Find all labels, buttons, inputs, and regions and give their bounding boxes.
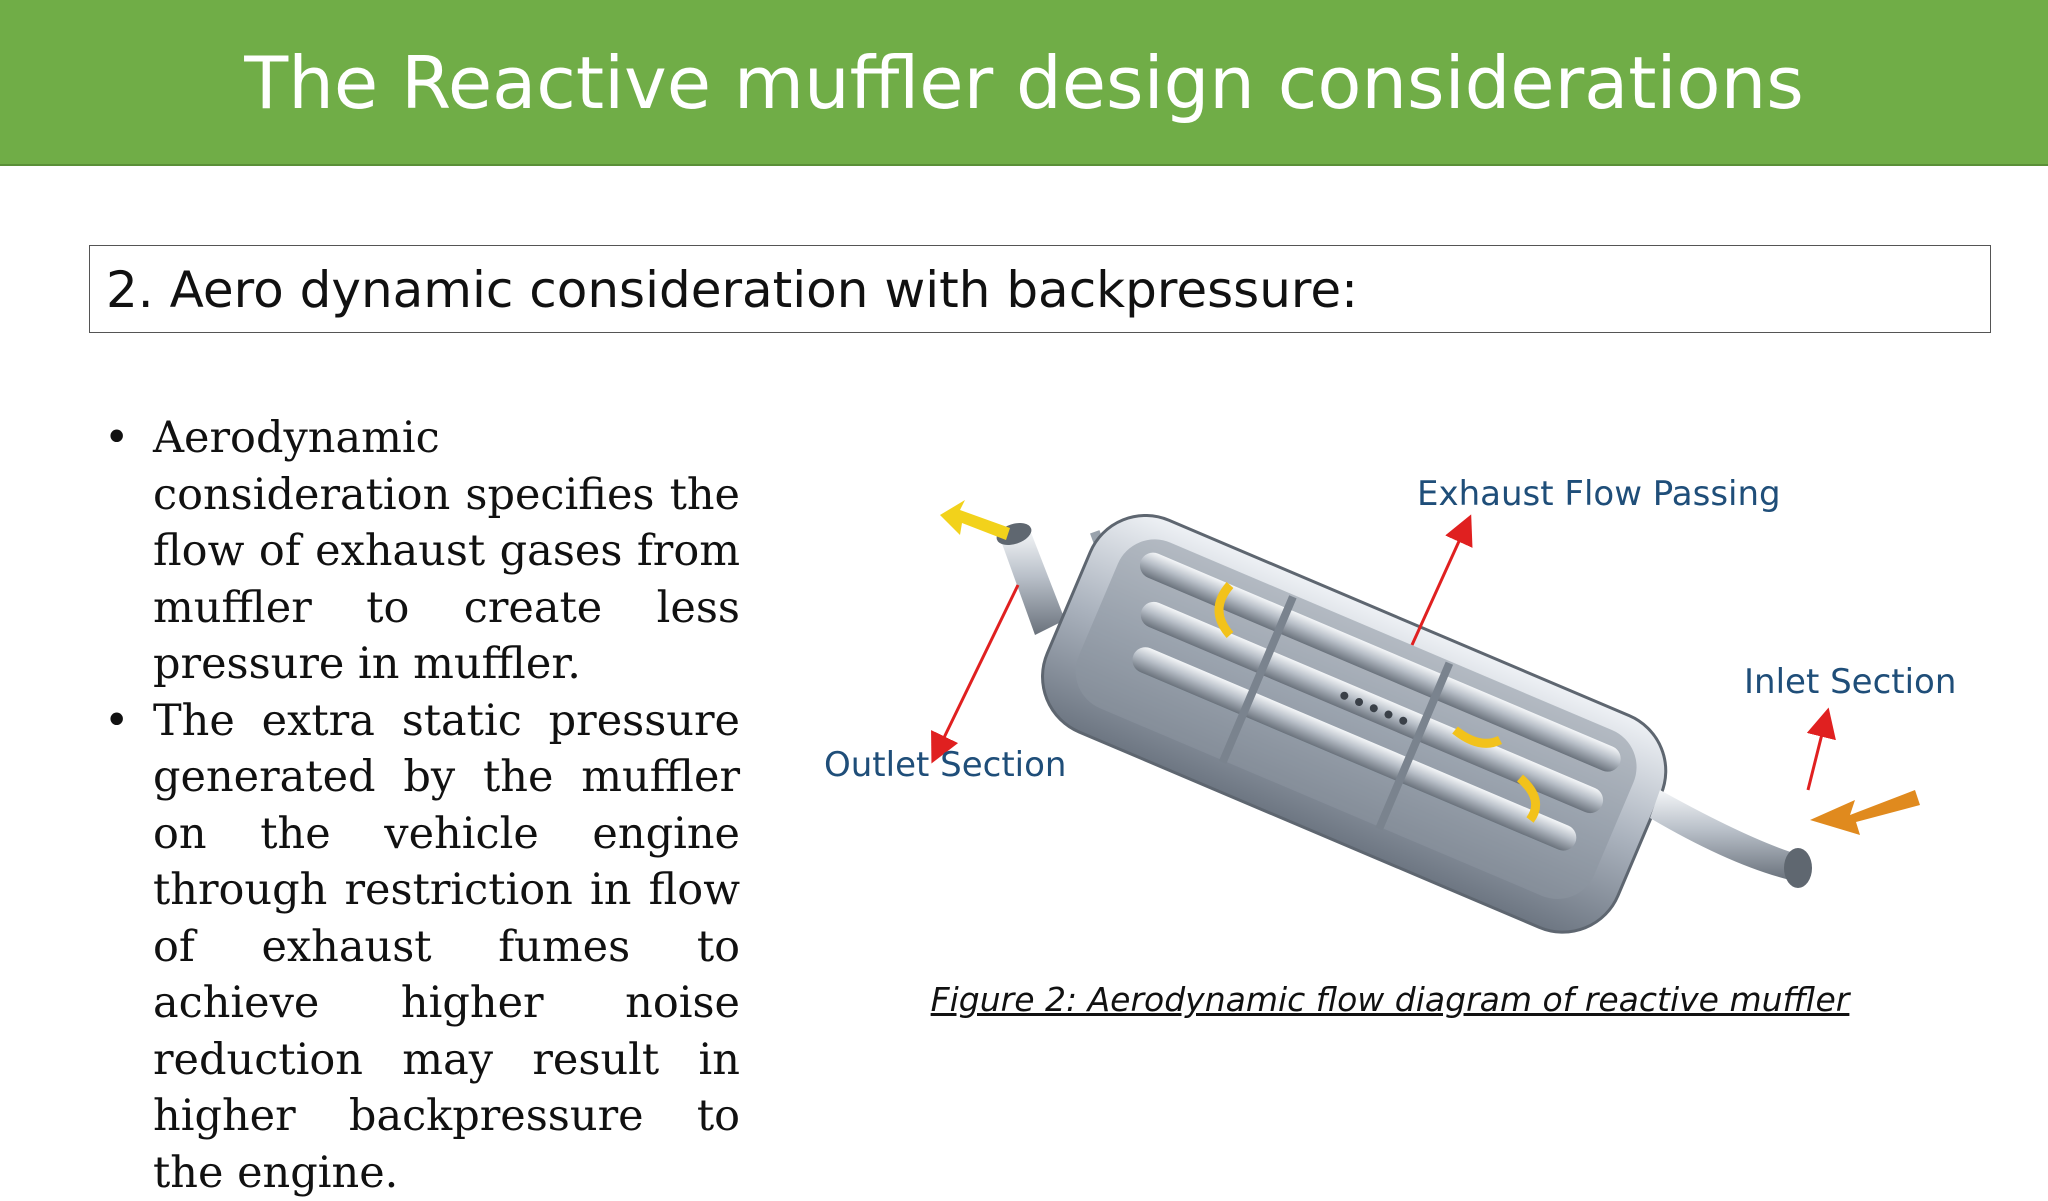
exhaust-pointer [1412, 528, 1465, 645]
inflow-arrow [1810, 790, 1920, 835]
bullet-list: • Aerodynamic consideration specifies th… [100, 410, 740, 1201]
subheading-text: 2. Aero dynamic consideration with backp… [106, 246, 1358, 334]
outflow-arrow [940, 500, 1010, 540]
inlet-pointer [1808, 722, 1825, 790]
bullet-dot: • [104, 410, 129, 467]
outlet-pointer [938, 585, 1018, 750]
bullet-dot: • [104, 693, 129, 750]
bullet-text: Aerodynamic consideration specifies the … [153, 413, 740, 689]
title-banner: The Reactive muffler design consideratio… [0, 0, 2048, 166]
muffler-diagram: Exhaust Flow Passing Inlet Section Outle… [800, 460, 1980, 960]
bullet-item: • The extra static pressure generated by… [100, 693, 740, 1201]
slide-title: The Reactive muffler design consideratio… [0, 0, 2048, 166]
label-inlet-section: Inlet Section [1744, 662, 1956, 702]
subheading-box: 2. Aero dynamic consideration with backp… [89, 245, 1991, 333]
label-exhaust-flow: Exhaust Flow Passing [1417, 474, 1781, 514]
muffler-body [1024, 497, 1685, 951]
inlet-pipe [1650, 790, 1812, 888]
figure-caption: Figure 2: Aerodynamic flow diagram of re… [800, 980, 1980, 1019]
bullet-item: • Aerodynamic consideration specifies th… [100, 410, 740, 693]
label-outlet-section: Outlet Section [824, 745, 1066, 785]
bullet-text: The extra static pressure generated by t… [153, 696, 740, 1198]
